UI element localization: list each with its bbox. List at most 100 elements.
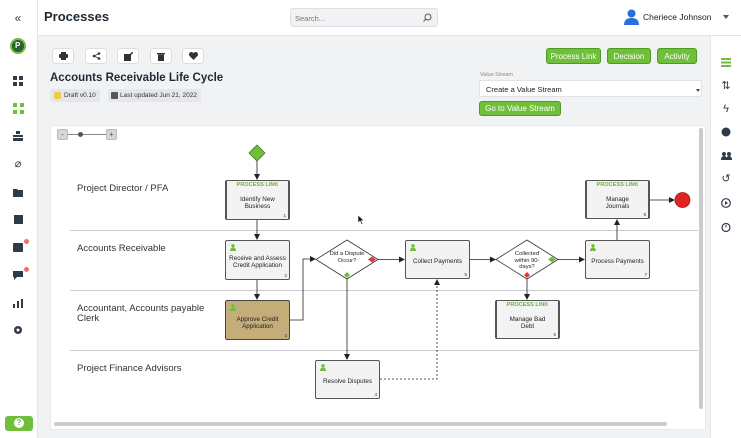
process-link-tag: PROCESS LINK <box>506 302 549 308</box>
share-button[interactable] <box>85 48 107 64</box>
favorite-button[interactable] <box>182 48 204 64</box>
version-text: Draft v0.10 <box>64 92 96 99</box>
node-label: Collect Payments <box>413 258 462 265</box>
hierarchy-icon[interactable] <box>11 129 25 143</box>
node-process-payments[interactable]: Process Payments 7 <box>585 240 650 279</box>
edit-button[interactable] <box>117 48 139 64</box>
last-updated-text: Last updated Jun 21, 2022 <box>120 92 197 99</box>
flash-icon[interactable]: ϟ <box>723 102 729 115</box>
settings-icon[interactable] <box>11 323 25 337</box>
zoom-out-button[interactable]: - <box>57 129 68 140</box>
node-manage-journals[interactable]: PROCESS LINK Manage Journals 8 <box>585 180 650 219</box>
process-title: Accounts Receivable Life Cycle <box>50 72 224 84</box>
decision-yes-marker <box>548 256 556 263</box>
decision-collected-text: Collected within 90-days? <box>514 251 540 270</box>
zoom-in-button[interactable]: + <box>106 129 117 140</box>
print-button[interactable] <box>52 48 74 64</box>
help-button[interactable]: ? <box>5 416 33 431</box>
lane-label-project-director: Project Director / PFA <box>77 183 169 194</box>
start-event[interactable] <box>248 144 266 162</box>
team-icon[interactable] <box>719 149 733 163</box>
lane-label-finance-advisors: Project Finance Advisors <box>77 363 182 374</box>
user-name[interactable]: Cheriece Johnson <box>643 12 712 22</box>
decision-yes-marker <box>344 272 350 278</box>
printer-icon <box>58 52 68 60</box>
lane-label-accountant: Accountant, Accounts payable Clerk <box>77 303 205 324</box>
node-label: Approve Credit Application <box>236 316 279 330</box>
value-stream-select[interactable]: Create a Value Stream <box>479 80 702 97</box>
share-icon <box>92 52 100 60</box>
attachment-icon[interactable]: ⌀ <box>14 157 22 170</box>
go-to-value-stream-button[interactable]: Go to Value Stream <box>479 101 561 116</box>
node-resolve-disputes[interactable]: Resolve Disputes 4 <box>315 360 380 399</box>
dashboard-icon[interactable] <box>11 74 25 88</box>
folder-icon[interactable] <box>11 185 25 199</box>
last-updated-badge: Last updated Jun 21, 2022 <box>108 89 201 102</box>
user-icon <box>320 364 326 371</box>
timer-icon[interactable] <box>719 220 733 234</box>
process-link-button[interactable]: Process Link <box>546 48 601 64</box>
list-view-icon[interactable] <box>719 55 733 69</box>
heart-icon <box>188 52 198 60</box>
node-approve-credit[interactable]: Approve Credit Application 3 <box>225 300 290 340</box>
node-collect-payments[interactable]: Collect Payments 5 <box>405 240 470 279</box>
zoom-slider-track[interactable] <box>68 134 106 135</box>
page-title: Processes <box>44 9 110 24</box>
search-input[interactable] <box>295 11 415 25</box>
activity-button[interactable]: Activity <box>657 48 697 64</box>
draft-icon <box>54 92 61 99</box>
left-sidebar: « P ⌀ <box>0 0 38 438</box>
node-number: 1 <box>283 213 286 218</box>
search-icon[interactable] <box>423 13 432 22</box>
node-number: 2 <box>284 273 287 278</box>
lane-divider <box>70 230 698 231</box>
decision-no-marker <box>524 272 530 278</box>
calendar-icon[interactable] <box>11 212 25 226</box>
notifications-badge <box>23 238 30 245</box>
mouse-cursor-icon <box>358 215 365 225</box>
node-label: Manage Bad Debt <box>509 316 546 330</box>
reports-icon[interactable] <box>11 296 25 310</box>
lane-label-accounts-receivable: Accounts Receivable <box>77 243 166 254</box>
end-event[interactable] <box>674 192 691 208</box>
comment-icon[interactable] <box>719 125 733 139</box>
node-label: Manage Journals <box>605 196 630 210</box>
decision-button[interactable]: Decision <box>607 48 651 64</box>
chevron-down-icon <box>696 89 700 92</box>
process-link-tag: PROCESS LINK <box>596 182 639 188</box>
processes-icon[interactable] <box>11 101 25 115</box>
value-stream-select-value: Create a Value Stream <box>486 85 562 94</box>
user-menu-chevron-icon[interactable] <box>723 15 729 19</box>
notifications-icon[interactable] <box>11 240 25 254</box>
help-icon: ? <box>14 418 24 428</box>
calendar-small-icon <box>111 92 118 99</box>
node-number: 3 <box>284 333 287 338</box>
play-icon[interactable] <box>719 196 733 210</box>
connector <box>290 256 316 321</box>
search-box[interactable] <box>290 8 438 27</box>
vertical-scrollbar[interactable] <box>699 128 703 409</box>
lane-divider <box>70 290 698 291</box>
messages-badge <box>23 266 30 273</box>
decision-dispute-text: Did a Dispute Occur? <box>329 251 365 264</box>
zoom-slider-handle[interactable] <box>78 132 83 137</box>
node-manage-bad-debt[interactable]: PROCESS LINK Manage Bad Debt 6 <box>495 300 560 339</box>
user-icon <box>410 244 416 251</box>
node-label: Process Payments <box>591 258 644 265</box>
node-label: Identify New Business <box>240 196 275 210</box>
user-icon <box>590 244 596 251</box>
user-avatar-icon[interactable] <box>624 9 639 25</box>
messages-icon[interactable] <box>11 268 25 282</box>
user-icon <box>230 244 236 251</box>
edit-icon <box>123 51 133 61</box>
logo-letter-icon: P <box>15 41 21 50</box>
horizontal-scrollbar[interactable] <box>54 422 667 426</box>
collapse-sidebar-icon[interactable]: « <box>14 11 22 25</box>
delete-button[interactable] <box>150 48 172 64</box>
node-identify-new-business[interactable]: PROCESS LINK Identify New Business 1 <box>225 180 290 220</box>
node-receive-assess[interactable]: Receive and Assess Credit Application 2 <box>225 240 290 280</box>
sort-icon[interactable]: ⇅ <box>721 79 731 92</box>
history-icon[interactable]: ↺ <box>721 172 731 185</box>
